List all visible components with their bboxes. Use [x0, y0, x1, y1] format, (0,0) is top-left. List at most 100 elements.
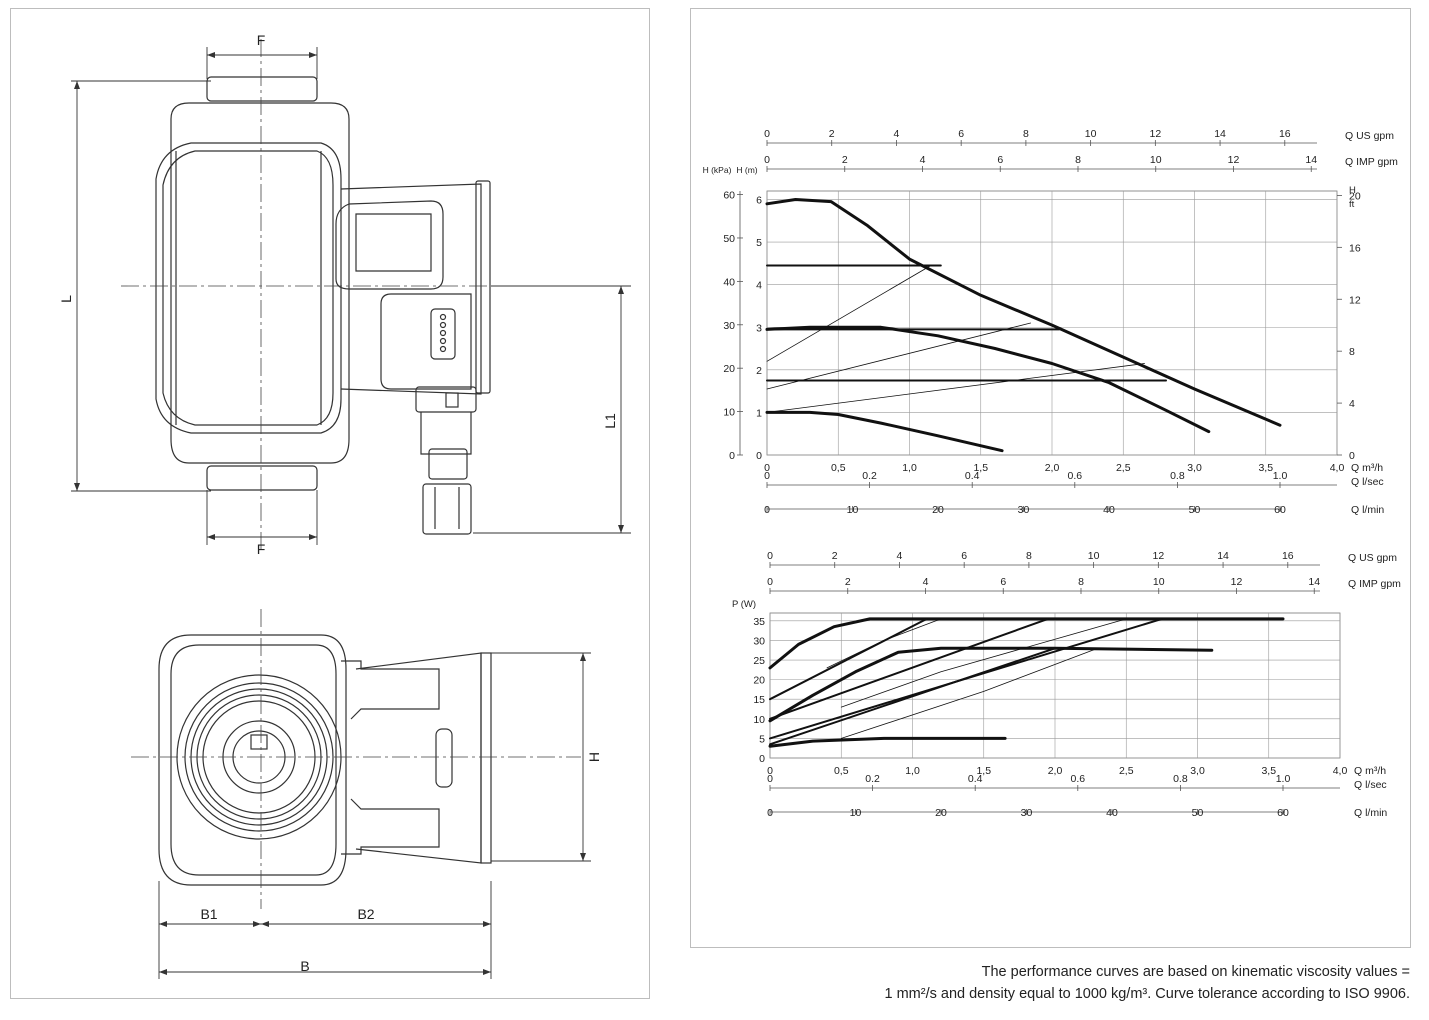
chart1-tick-ft: 12	[1349, 294, 1361, 306]
chart2-tick-m3h: 1,5	[976, 765, 991, 777]
chart2-tick-usgpm: 2	[832, 550, 838, 562]
chart1-tick-ft: 4	[1349, 398, 1355, 410]
chart2-tick-usgpm: 16	[1282, 550, 1294, 562]
chart2-tick-lsec: 0.8	[1173, 773, 1188, 785]
chart1-label-m3h: Q m³/h	[1351, 462, 1383, 474]
chart2-series-1-thick	[768, 617, 1285, 670]
chart1-tick-usgpm: 4	[894, 128, 900, 140]
chart2-tick-lsec: 0	[767, 773, 773, 785]
chart1-tick-m: 5	[756, 237, 762, 249]
chart1-tick-impgpm: 14	[1305, 154, 1317, 166]
chart1-tick-m3h: 2,5	[1116, 462, 1131, 474]
chart1-tick-ft: 8	[1349, 346, 1355, 358]
chart1-series-1-thick	[765, 198, 1282, 427]
pump-front-view	[158, 634, 492, 886]
dim-label-h: H	[586, 752, 602, 762]
chart2-tick-m3h: 0	[767, 765, 773, 777]
chart1-tick-m: 2	[756, 365, 762, 377]
chart2-tick-impgpm: 2	[845, 576, 851, 588]
chart2-tick-m3h: 2,5	[1119, 765, 1134, 777]
chart1-label-kpa: H (kPa)	[703, 165, 732, 175]
chart1-tick-usgpm: 0	[764, 128, 770, 140]
chart1-label-lmin: Q l/min	[1351, 504, 1384, 516]
chart1-tick-impgpm: 4	[920, 154, 926, 166]
chart2-tick-impgpm: 4	[923, 576, 929, 588]
chart1-label-impgpm: Q IMP gpm	[1345, 156, 1398, 168]
chart2-tick-usgpm: 6	[961, 550, 967, 562]
chart1-tick-m: 1	[756, 407, 762, 419]
dimension-lines	[71, 47, 631, 979]
chart2-tick-m3h: 4,0	[1333, 765, 1348, 777]
chart1-tick-lsec: 0	[764, 470, 770, 482]
chart1-tick-m3h: 0	[764, 462, 770, 474]
chart1-tick-kpa: 30	[723, 320, 735, 332]
chart2-tick-usgpm: 14	[1217, 550, 1229, 562]
chart1-tick-lmin: 20	[932, 504, 944, 516]
chart2-tick-lsec: 0.2	[865, 773, 880, 785]
chart2-tick-impgpm: 14	[1308, 576, 1320, 588]
chart1-tick-impgpm: 12	[1228, 154, 1240, 166]
chart1-tick-m3h: 2,0	[1045, 462, 1060, 474]
chart2-series-10-thin	[840, 647, 1099, 739]
chart1-series-9-thin	[766, 363, 1146, 413]
chart2-tick-impgpm: 12	[1231, 576, 1243, 588]
chart2-tick-m3h: 1,0	[905, 765, 920, 777]
chart1-tick-m3h: 0,5	[831, 462, 846, 474]
chart2-label-m3h: Q m³/h	[1354, 765, 1386, 777]
chart1-tick-impgpm: 10	[1150, 154, 1162, 166]
chart1-tick-ft: 20	[1349, 190, 1361, 202]
chart2-tick-m3h: 0,5	[834, 765, 849, 777]
dim-label-l: L	[58, 295, 74, 303]
chart1-tick-usgpm: 14	[1214, 128, 1226, 140]
pump-side-view	[155, 76, 491, 535]
chart2-label-w: P (W)	[732, 599, 756, 610]
chart1-tick-lmin: 30	[1018, 504, 1030, 516]
chart1-tick-m: 0	[756, 450, 762, 462]
dim-label-f-top: F	[257, 32, 266, 48]
dim-label-b2: B2	[357, 906, 374, 922]
technical-drawing-panel: F F L L1 H B1 B2 B	[10, 8, 650, 999]
chart1-label-m: H (m)	[736, 165, 757, 175]
chart2-tick-w: 20	[753, 675, 765, 687]
chart1-tick-m: 6	[756, 195, 762, 207]
chart1-tick-m3h: 3,5	[1258, 462, 1273, 474]
chart2-tick-w: 15	[753, 694, 765, 706]
dim-label-f-bottom: F	[257, 541, 266, 557]
chart1-tick-m3h: 4,0	[1330, 462, 1345, 474]
chart2-tick-usgpm: 8	[1026, 550, 1032, 562]
chart2-tick-lsec: 0.6	[1070, 773, 1085, 785]
chart1-tick-ft: 0	[1349, 450, 1355, 462]
chart2-tick-impgpm: 6	[1000, 576, 1006, 588]
chart1-tick-kpa: 50	[723, 233, 735, 245]
chart2-tick-lsec: 0.4	[968, 773, 983, 785]
chart2-label-impgpm: Q IMP gpm	[1348, 578, 1401, 590]
chart1-series-2-thick	[765, 325, 1211, 434]
chart2-tick-usgpm: 12	[1152, 550, 1164, 562]
chart2-series-4-medium	[769, 617, 928, 701]
chart2-tick-lmin: 50	[1192, 807, 1204, 819]
chart1-tick-m3h: 1,0	[902, 462, 917, 474]
chart1-tick-lsec: 0.8	[1170, 470, 1185, 482]
chart2-tick-impgpm: 0	[767, 576, 773, 588]
chart1-tick-m3h: 1,5	[973, 462, 988, 474]
chart2-tick-m3h: 3,0	[1190, 765, 1205, 777]
chart2-tick-w: 5	[759, 733, 765, 745]
chart1-tick-kpa: 40	[723, 276, 735, 288]
chart1-tick-lmin: 0	[764, 504, 770, 516]
chart2-tick-lsec: 1.0	[1276, 773, 1291, 785]
chart2-tick-w: 0	[759, 753, 765, 765]
chart2-series-9-thin	[840, 618, 1127, 708]
performance-note: The performance curves are based on kine…	[760, 961, 1411, 1005]
chart1-tick-usgpm: 2	[829, 128, 835, 140]
chart1-tick-usgpm: 10	[1085, 128, 1097, 140]
chart2-tick-lmin: 40	[1106, 807, 1118, 819]
chart1-tick-usgpm: 12	[1149, 128, 1161, 140]
chart2-tick-impgpm: 10	[1153, 576, 1165, 588]
chart2-tick-m3h: 3,5	[1261, 765, 1276, 777]
chart2-tick-usgpm: 4	[897, 550, 903, 562]
chart1-tick-m3h: 3,0	[1187, 462, 1202, 474]
chart2-series-8-thin	[826, 618, 942, 669]
chart1-series-3-thick	[765, 410, 1004, 453]
